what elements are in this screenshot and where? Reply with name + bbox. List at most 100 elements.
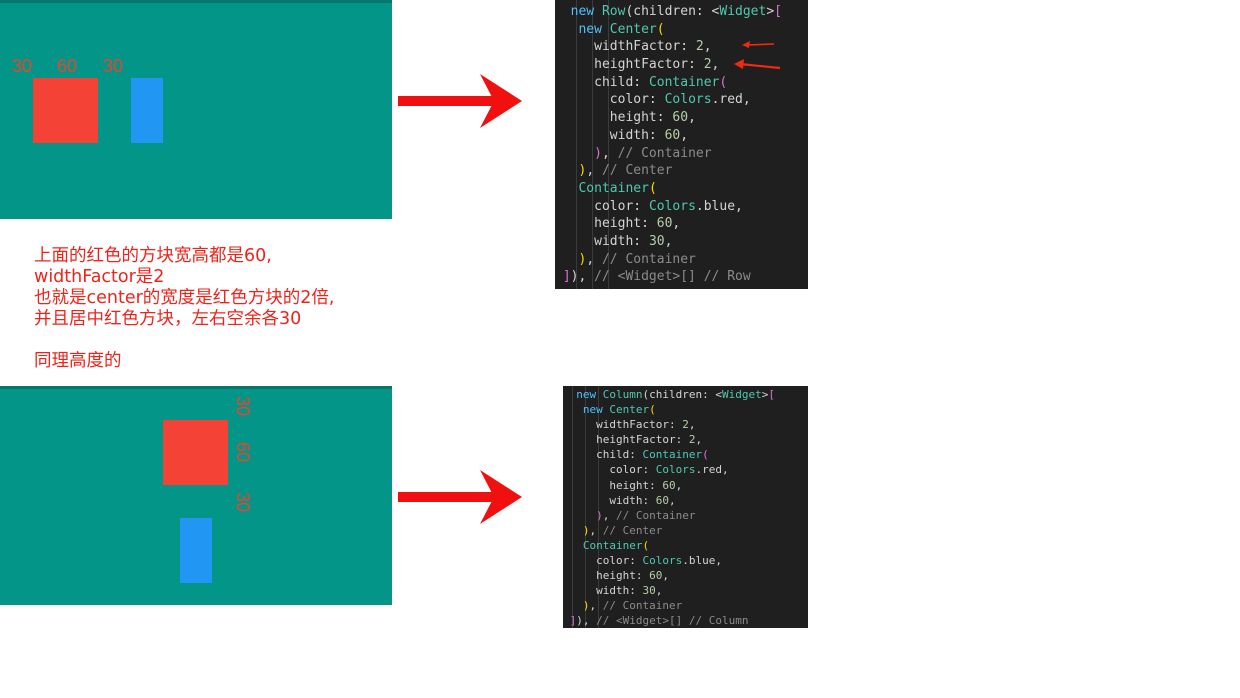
code-token: ( [648, 180, 657, 196]
code-token: .red, [695, 463, 729, 477]
code-token: [ [774, 4, 782, 19]
code-token: < [715, 388, 722, 401]
code-token: color: [609, 463, 656, 477]
code-token: (children: [625, 4, 712, 19]
code-token: 60 [662, 478, 676, 492]
code-token: 2 [695, 39, 704, 55]
code-token: , [711, 57, 720, 73]
code-token: ( [649, 403, 656, 417]
code-token: new [576, 388, 603, 401]
code-line: heightFactor: 2, [555, 56, 808, 74]
code-line: ), // Center [563, 523, 808, 538]
code-token: width: [609, 127, 665, 143]
code-token: new [578, 21, 610, 37]
code-line: new Row(children: <Widget>[ [555, 3, 808, 21]
explanation-note: 上面的红色的方块宽高都是60, widthFactor是2 也就是center的… [34, 246, 335, 372]
code-token: ) [596, 508, 603, 522]
code-token: ), [570, 269, 595, 285]
top-gap-label: 30 [233, 395, 254, 417]
code-token: , [589, 523, 603, 537]
code-token: child: [594, 74, 649, 90]
code-token: // Container [601, 251, 696, 267]
red-container [163, 420, 228, 485]
note-line: 也就是center的宽度是红色方块的2倍, [34, 288, 335, 308]
code-token: ) [578, 163, 587, 179]
code-token: Container [582, 538, 643, 552]
code-token: color: [594, 198, 649, 214]
note-line: 并且居中红色方块，左右空余各30 [34, 309, 302, 329]
code-token: , [589, 599, 603, 613]
pointer-arrow-icon [734, 59, 781, 70]
code-token: , [680, 127, 689, 143]
code-line: ), // Container [563, 598, 808, 613]
code-token: Container [648, 74, 720, 90]
red-height-label: 60 [233, 441, 254, 463]
right-arrow-icon [398, 468, 524, 526]
code-token: , [688, 418, 696, 432]
code-line: width: 60, [555, 127, 808, 145]
code-token: new [582, 403, 610, 417]
code-token: widthFactor: [596, 418, 683, 432]
code-line: new Center( [555, 21, 808, 39]
code-token: Row [601, 4, 626, 19]
code-token: width: [609, 493, 656, 507]
code-token: , [695, 433, 703, 447]
blue-container [180, 518, 212, 583]
code-token: // Container [602, 599, 683, 613]
code-line: color: Colors.red, [563, 462, 808, 477]
column-code-editor: new Column(children: <Widget>[ new Cente… [563, 386, 808, 628]
code-token: 60 [655, 493, 669, 507]
code-line: ), // Container [555, 145, 808, 163]
code-token: ] [569, 614, 577, 628]
code-line: color: Colors.blue, [555, 198, 808, 216]
code-token: ] [562, 269, 571, 285]
code-line: Container( [555, 180, 808, 198]
column-preview: 30 60 30 [0, 386, 392, 605]
code-token: Container [578, 180, 649, 196]
code-token: , [601, 145, 618, 161]
code-line: ), // Container [563, 508, 808, 523]
code-token: , [672, 216, 681, 232]
code-token: color: [609, 92, 665, 108]
code-token: Colors [655, 463, 696, 477]
code-line: ), // Center [555, 162, 808, 180]
code-line: height: 60, [563, 568, 808, 583]
code-token: // Center [601, 163, 673, 179]
code-token: 2 [703, 57, 712, 73]
code-token: height: [596, 569, 650, 583]
red-width-label: 60 [57, 56, 78, 76]
code-token: Column [602, 388, 643, 401]
pointer-arrow-icon [742, 41, 775, 48]
code-line: width: 30, [563, 583, 808, 598]
code-line: color: Colors.red, [555, 91, 808, 109]
code-token: , [602, 508, 616, 522]
code-token: 2 [682, 418, 689, 432]
code-token: Colors [664, 92, 712, 108]
code-line: child: Container( [555, 74, 808, 92]
code-token: Widget [719, 4, 767, 19]
row-preview: 30 60 30 [0, 0, 392, 219]
code-line: height: 60, [563, 478, 808, 493]
code-token: height: [609, 110, 673, 126]
code-token: ) [582, 523, 590, 537]
code-token: 60 [664, 127, 681, 143]
code-line: height: 60, [555, 215, 808, 233]
code-token: heightFactor: [594, 57, 704, 73]
code-token: Container [642, 448, 703, 462]
code-token: 2 [688, 433, 696, 447]
code-line: width: 60, [563, 493, 808, 508]
code-token: // Center [602, 523, 663, 537]
code-token: height: [609, 478, 663, 492]
code-token: , [586, 251, 602, 267]
code-token: color: [596, 554, 643, 568]
code-token: , [664, 233, 673, 249]
code-token: Colors [648, 198, 696, 214]
code-line: ]), // <Widget>[] // Column [563, 613, 808, 628]
code-token: .red, [711, 92, 751, 108]
code-token: ), [576, 614, 597, 628]
code-line: new Center( [563, 402, 808, 417]
note-line [34, 330, 335, 351]
code-token: 30 [642, 584, 656, 598]
code-token: Center [609, 21, 657, 37]
code-token: , [655, 584, 663, 598]
